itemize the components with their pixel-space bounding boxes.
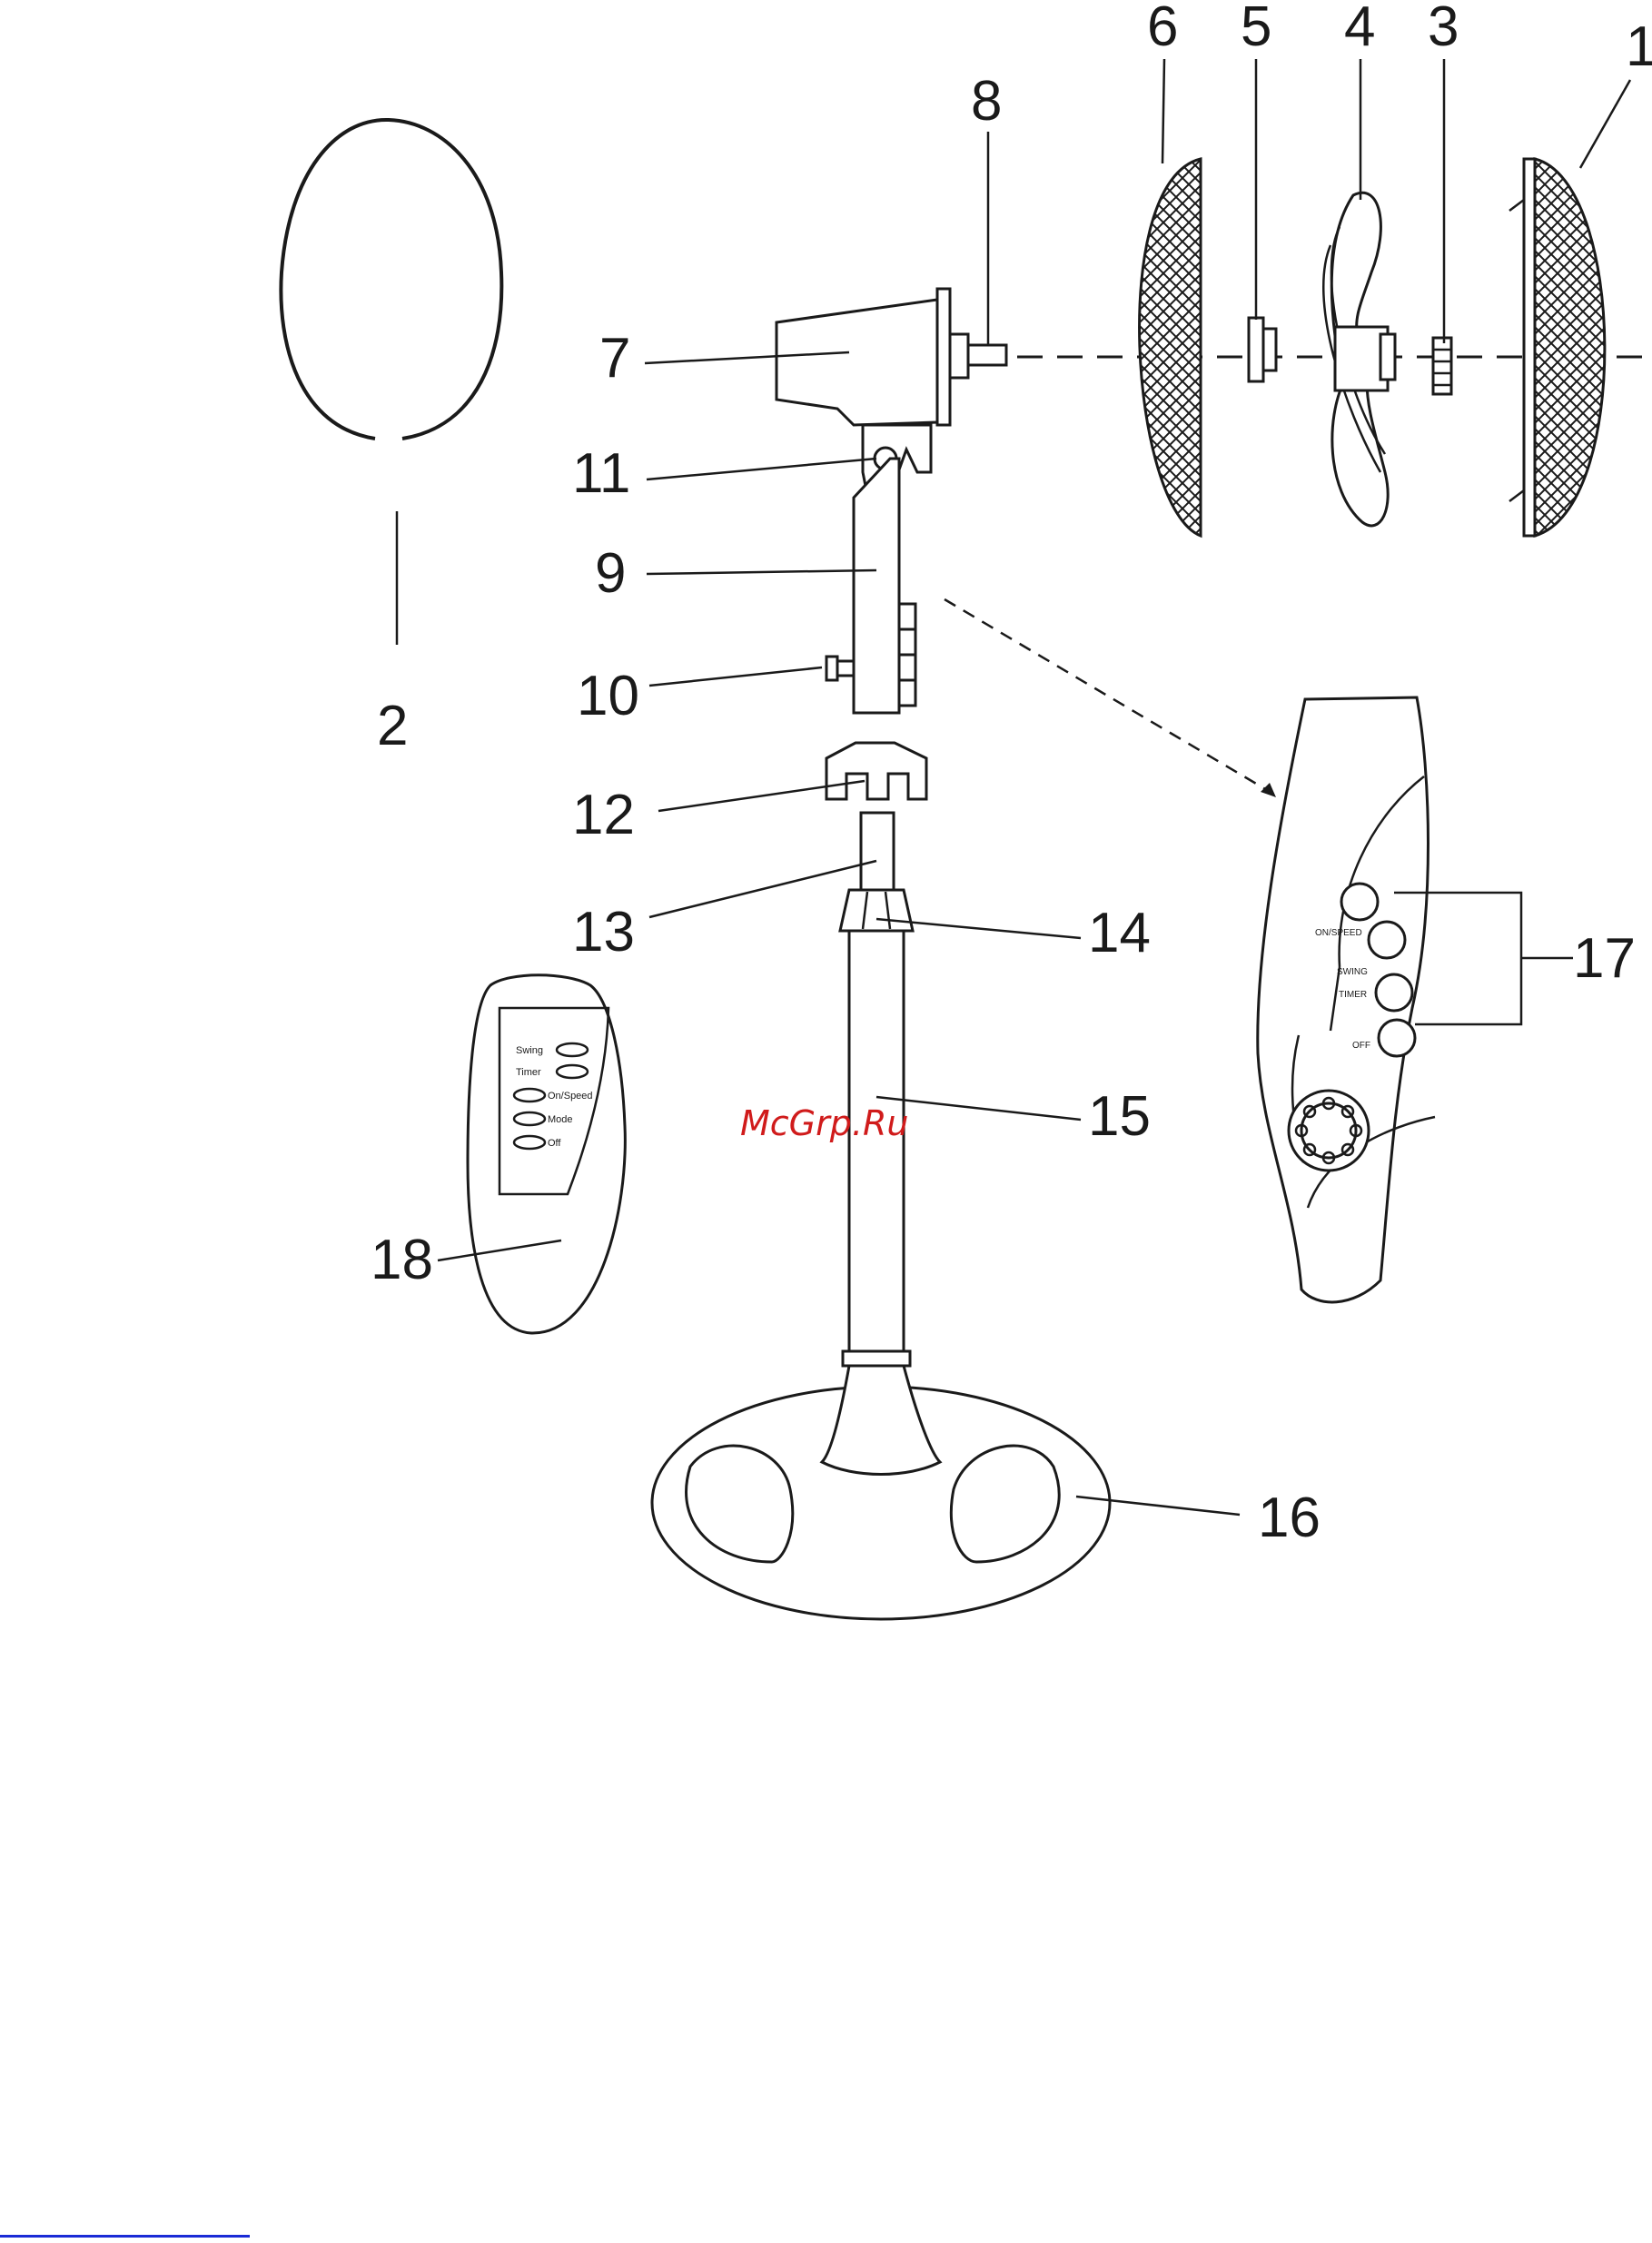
panel-label-timer: TIMER (1339, 990, 1367, 1000)
label-part-9: 9 (595, 542, 626, 605)
base-part (652, 1366, 1110, 1619)
footer-link-underline[interactable] (0, 2235, 250, 2238)
label-part-14: 14 (1088, 902, 1151, 964)
label-part-5: 5 (1241, 0, 1271, 58)
label-part-12: 12 (572, 784, 635, 846)
lock-nut-part (840, 890, 913, 931)
label-part-11: 11 (572, 442, 630, 505)
guard-nut-part (1249, 318, 1276, 381)
rear-guard-part (1140, 159, 1201, 536)
remote-label-on-speed: On/Speed (548, 1091, 593, 1102)
watermark: McGrp.Ru (740, 1103, 908, 1143)
label-part-8: 8 (971, 70, 1002, 133)
remote-label-timer: Timer (516, 1067, 541, 1078)
label-part-1: 1 (1626, 15, 1652, 78)
clamp-part (826, 743, 926, 799)
label-part-18: 18 (371, 1229, 433, 1291)
label-part-2: 2 (377, 695, 408, 757)
label-part-13: 13 (572, 901, 635, 963)
control-panel-part: ON/SPEED SWING TIMER OFF (1258, 697, 1573, 1302)
panel-label-swing: SWING (1337, 967, 1368, 977)
support-bracket-part (826, 459, 915, 713)
motor-housing-part (777, 289, 1006, 425)
label-part-15: 15 (1088, 1085, 1151, 1148)
inner-tube-part (861, 813, 894, 890)
main-pole-part (849, 931, 904, 1358)
front-guard-part (1535, 159, 1605, 536)
label-part-4: 4 (1344, 0, 1375, 58)
label-part-16: 16 (1258, 1487, 1321, 1549)
remote-control-part: Swing Timer On/Speed Mode Off (468, 975, 625, 1333)
panel-label-on-speed: ON/SPEED (1315, 928, 1362, 938)
remote-label-mode: Mode (548, 1114, 573, 1125)
ring-part (281, 120, 501, 645)
remote-label-off: Off (548, 1138, 561, 1149)
detail-leader-dashed (945, 599, 1267, 790)
label-part-10: 10 (577, 665, 639, 727)
panel-label-off: OFF (1352, 1041, 1370, 1051)
spinner-part (1433, 338, 1451, 394)
label-part-6: 6 (1147, 0, 1178, 58)
remote-label-swing: Swing (516, 1045, 543, 1056)
label-part-7: 7 (599, 327, 630, 390)
label-part-17: 17 (1573, 927, 1636, 990)
label-part-3: 3 (1428, 0, 1459, 58)
fan-blade-part (1323, 193, 1395, 526)
